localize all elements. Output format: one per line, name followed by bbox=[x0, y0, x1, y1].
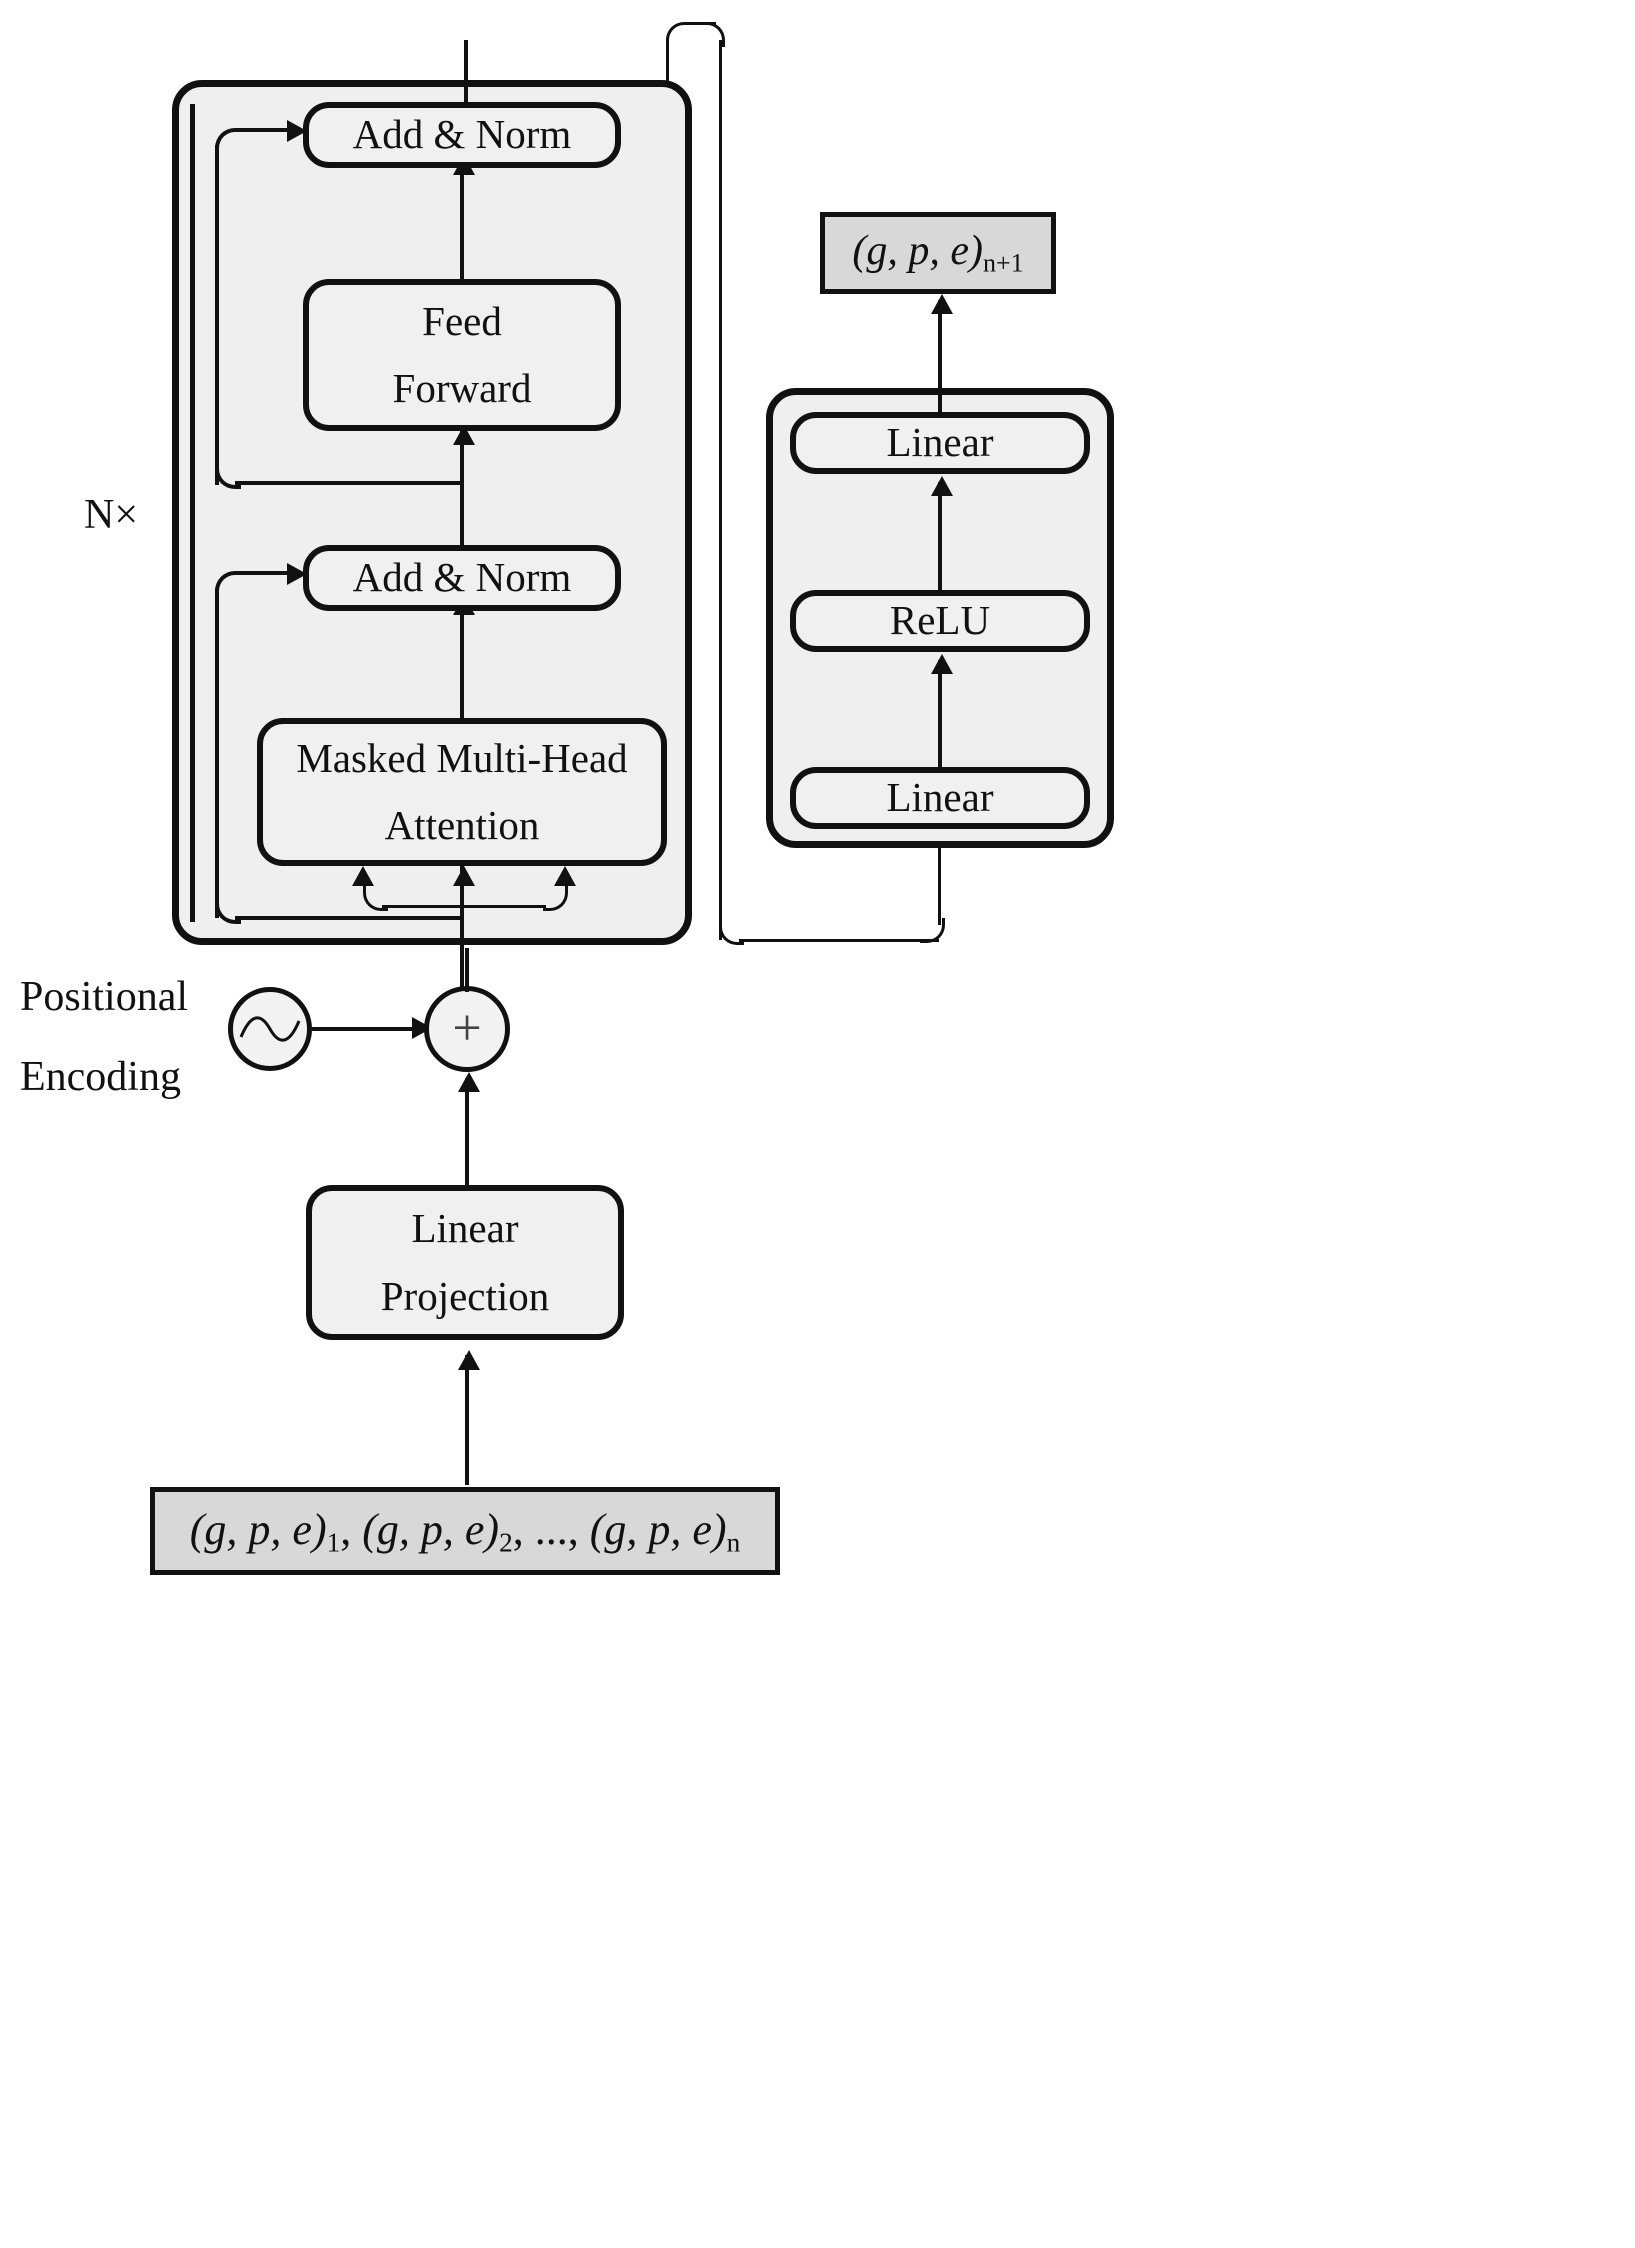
input-sequence-text: (g, p, e)1, (g, p, e)2, ..., (g, p, e)n bbox=[190, 1504, 740, 1559]
qkv-trunk-vertical bbox=[460, 866, 464, 1026]
residual-bottom-vertical bbox=[215, 588, 219, 918]
residual-top-horizontal bbox=[235, 128, 293, 132]
trunk-ff-to-addnorm bbox=[460, 160, 464, 285]
positional-to-plus-wire bbox=[312, 1027, 416, 1031]
input-to-projection-wire bbox=[465, 1355, 469, 1485]
qkv-arrow-v bbox=[554, 866, 576, 886]
residual-bottom-corner-bottom bbox=[215, 898, 241, 924]
trunk-decoder-out bbox=[464, 40, 468, 108]
head-linear-top-arrowhead bbox=[931, 476, 953, 496]
input-token-1-sep: , bbox=[340, 1504, 363, 1554]
output-prefix: (g, p, e) bbox=[852, 228, 983, 275]
positional-encoding-line2: Encoding bbox=[20, 1053, 181, 1100]
residual-bottom-horizontal bbox=[235, 571, 293, 575]
plus-circle-icon: + bbox=[424, 986, 510, 1072]
residual-rail-outer bbox=[190, 104, 195, 922]
feedback-wire-up-to-head bbox=[938, 845, 941, 925]
head-to-output-wire bbox=[938, 300, 942, 415]
residual-bottom-join bbox=[235, 916, 462, 920]
head-relu-arrowhead bbox=[931, 654, 953, 674]
linear-projection-line1: Linear bbox=[411, 1205, 519, 1252]
qkv-branch-right-corner bbox=[543, 886, 568, 911]
head-to-output-arrowhead bbox=[931, 294, 953, 314]
head-linear-top-box[interactable]: Linear bbox=[790, 412, 1090, 474]
residual-top-corner-bottom bbox=[215, 463, 241, 489]
decoder-output-wire-vertical bbox=[666, 38, 669, 98]
repeat-count-label: N× bbox=[84, 485, 138, 546]
input-token-n-subscript: n bbox=[726, 1527, 741, 1558]
linear-projection-line2: Projection bbox=[380, 1272, 550, 1319]
decoder-output-wire-down bbox=[719, 40, 722, 940]
plus-symbol: + bbox=[452, 1000, 482, 1057]
add-norm-top-label: Add & Norm bbox=[352, 111, 572, 158]
add-norm-bottom-label: Add & Norm bbox=[352, 554, 572, 601]
add-norm-top-box[interactable]: Add & Norm bbox=[303, 102, 621, 168]
input-token-1-subscript: 1 bbox=[326, 1527, 341, 1558]
input-token-1-prefix: (g, p, e) bbox=[189, 1504, 327, 1554]
linear-projection-box[interactable]: Linear Projection bbox=[306, 1185, 624, 1340]
feedback-corner-bottom-right bbox=[920, 918, 945, 943]
head-relu-to-linear-top-wire bbox=[938, 482, 942, 592]
qkv-branch-left-corner bbox=[363, 886, 388, 911]
attention-label-line1: Masked Multi-Head bbox=[296, 734, 628, 781]
head-linear-bottom-to-relu-wire bbox=[938, 660, 942, 770]
masked-multi-head-attention-box[interactable]: Masked Multi-Head Attention bbox=[257, 718, 667, 866]
residual-top-arrowhead bbox=[287, 120, 307, 142]
attention-label-line2: Attention bbox=[384, 802, 540, 848]
head-linear-bottom-label: Linear bbox=[886, 774, 994, 821]
residual-top-corner bbox=[215, 128, 241, 154]
feedback-horizontal-bottom bbox=[739, 939, 939, 942]
output-subscript: n+1 bbox=[982, 248, 1024, 278]
head-linear-top-label: Linear bbox=[886, 419, 994, 466]
feed-forward-box[interactable]: Feed Forward bbox=[303, 279, 621, 431]
qkv-arrow-k bbox=[453, 866, 475, 886]
repeat-count-text: N× bbox=[84, 492, 139, 538]
sine-wave-icon bbox=[228, 987, 312, 1071]
feed-forward-label-line1: Feed bbox=[422, 297, 502, 344]
input-token-n-prefix: (g, p, e) bbox=[589, 1504, 727, 1554]
feed-forward-label-line2: Forward bbox=[392, 365, 532, 411]
residual-bottom-arrowhead bbox=[287, 563, 307, 585]
input-token-2-prefix: (g, p, e) bbox=[362, 1504, 500, 1554]
projection-to-plus-arrowhead bbox=[458, 1072, 480, 1092]
trunk-addnorm-to-ff bbox=[460, 430, 464, 550]
decoder-output-wire-corner-right bbox=[700, 22, 725, 47]
positional-encoding-line1: Positional bbox=[20, 974, 189, 1020]
head-relu-box[interactable]: ReLU bbox=[790, 590, 1090, 652]
feedback-corner-bottom-left bbox=[719, 920, 744, 945]
head-linear-bottom-box[interactable]: Linear bbox=[790, 767, 1090, 829]
positional-encoding-label: Positional Encoding bbox=[20, 958, 188, 1118]
head-relu-label: ReLU bbox=[889, 597, 991, 644]
qkv-arrow-q bbox=[352, 866, 374, 886]
qkv-branch-left-horizontal bbox=[382, 905, 466, 908]
qkv-branch-right-horizontal bbox=[462, 905, 546, 908]
input-sequence-box: (g, p, e)1, (g, p, e)2, ..., (g, p, e)n bbox=[150, 1487, 780, 1575]
residual-top-feed-join bbox=[235, 481, 462, 485]
decoder-output-wire-corner-left bbox=[666, 22, 691, 47]
output-prediction-box: (g, p, e)n+1 bbox=[820, 212, 1056, 294]
output-prediction-text: (g, p, e)n+1 bbox=[852, 227, 1023, 278]
add-norm-bottom-box[interactable]: Add & Norm bbox=[303, 545, 621, 611]
input-to-projection-arrowhead bbox=[458, 1350, 480, 1370]
input-token-2-sep: , ..., bbox=[512, 1504, 590, 1554]
residual-top-vertical bbox=[215, 145, 219, 485]
plus-to-decoder-wire bbox=[465, 948, 469, 992]
input-token-2-subscript: 2 bbox=[499, 1527, 513, 1558]
residual-bottom-corner bbox=[215, 571, 241, 597]
projection-to-plus-wire bbox=[465, 1078, 469, 1188]
trunk-attention-to-addnorm bbox=[460, 600, 464, 730]
